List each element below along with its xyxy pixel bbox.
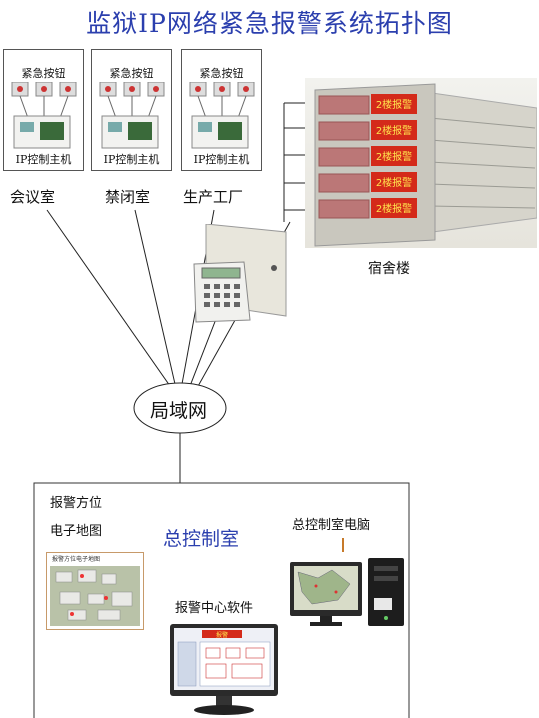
room-name-conference: 会议室 xyxy=(10,188,56,206)
room-panel-factory: 紧急按钮 IP控制主机 xyxy=(181,49,262,171)
host-label: IP控制主机 xyxy=(103,153,160,166)
room-panel-conference: 紧急按钮 IP控制主机 xyxy=(3,49,84,171)
host-label: IP控制主机 xyxy=(193,153,250,166)
lan-ellipse xyxy=(133,382,227,434)
dorm-sign-5: 2楼报警 xyxy=(376,202,412,215)
software-banner: 报警 xyxy=(216,631,228,639)
monitor-icon: 报警 xyxy=(170,624,278,715)
dorm-sign-1: 2楼报警 xyxy=(376,98,412,111)
control-host-box-icon xyxy=(101,115,159,149)
control-room-title: 总控制室 xyxy=(163,528,240,550)
pc-tower-icon xyxy=(368,558,404,626)
dorm-sign-2: 2楼报警 xyxy=(376,124,412,137)
emergency-button-icon xyxy=(11,82,77,149)
room-name-factory: 生产工厂 xyxy=(183,188,244,206)
emergency-button-label: 紧急按钮 xyxy=(199,67,244,80)
pc-label: 总控制室电脑 xyxy=(292,518,371,533)
room-panel-confinement: 紧急按钮 IP控制主机 xyxy=(91,49,172,171)
control-host-box-icon xyxy=(191,115,249,149)
page-title: 监狱IP网络紧急报警系统拓扑图 xyxy=(86,9,453,38)
e-map-caption: 报警方位电子地图 xyxy=(52,555,100,563)
map-label-line1: 报警方位 xyxy=(50,496,103,511)
lan-label: 局域网 xyxy=(150,400,208,422)
emergency-button-label: 紧急按钮 xyxy=(21,67,66,80)
emergency-button-icon xyxy=(99,82,165,149)
emergency-button-icon xyxy=(189,82,255,149)
room-name-confinement: 禁闭室 xyxy=(105,188,151,206)
software-label: 报警中心软件 xyxy=(175,601,254,616)
control-room-box xyxy=(33,482,410,718)
dorm-sign-3: 2楼报警 xyxy=(376,150,412,163)
link-room1-lan xyxy=(46,209,171,387)
building-icon: 2楼报警 2楼报警 2楼报警 2楼报警 2楼报警 xyxy=(305,78,537,248)
alarm-keypad-icon xyxy=(193,224,287,323)
link-room2-lan xyxy=(134,209,176,385)
dorm-sign-4: 2楼报警 xyxy=(376,176,412,189)
emergency-button-label: 紧急按钮 xyxy=(109,67,154,80)
map-label-line2: 电子地图 xyxy=(50,524,103,539)
monitor-icon xyxy=(290,562,362,626)
dormitory-label: 宿舍楼 xyxy=(368,261,410,277)
e-map-icon: 报警方位电子地图 xyxy=(46,552,144,630)
control-pc xyxy=(290,538,404,626)
alarm-floors: 2楼报警 2楼报警 2楼报警 2楼报警 2楼报警 xyxy=(318,94,417,219)
control-host-box-icon xyxy=(13,115,71,149)
host-label: IP控制主机 xyxy=(15,153,72,166)
